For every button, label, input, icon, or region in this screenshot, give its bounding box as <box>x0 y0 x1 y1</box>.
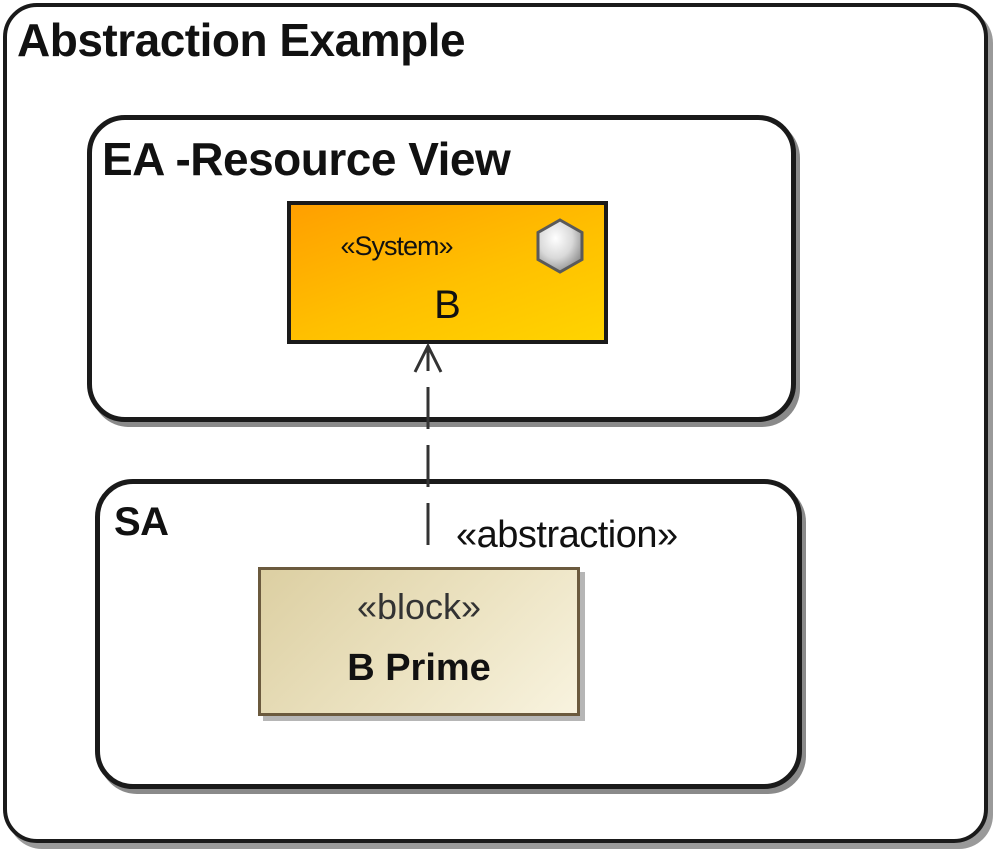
diagram-title: Abstraction Example <box>17 14 466 66</box>
package-title-sa: SA <box>114 500 169 544</box>
system-block-b[interactable]: «System» B <box>287 201 608 344</box>
system-block-name: B <box>434 283 461 327</box>
block-b-prime[interactable]: «block» B Prime <box>258 567 580 716</box>
block-stereotype: «block» <box>356 586 482 627</box>
system-stereotype: «System» <box>340 231 453 261</box>
package-title-ea: EA -Resource View <box>102 133 511 185</box>
block-name: B Prime <box>347 647 491 689</box>
abstraction-label: «abstraction» <box>456 514 678 556</box>
hexagon-icon <box>536 218 584 274</box>
